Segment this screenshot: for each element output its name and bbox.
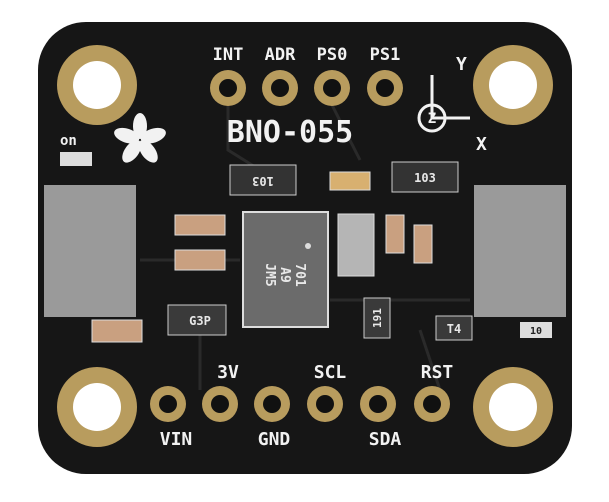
- power-led: [60, 152, 92, 166]
- small-resistor: [520, 322, 552, 338]
- small-ic: [363, 297, 391, 339]
- capacitor: [174, 214, 226, 236]
- resistor-array-right-marking: 103: [414, 171, 436, 185]
- chip-marking-line2: A9: [277, 267, 292, 283]
- small-ic-marking: 191: [371, 308, 384, 328]
- chip-marking-line1: 701: [292, 263, 307, 287]
- stemma-connector-right: [474, 185, 566, 317]
- pin-label-vin: VIN: [160, 429, 193, 450]
- capacitor: [174, 249, 226, 271]
- chip-marking-line3: JM5: [262, 263, 277, 286]
- voltage-regulator: [167, 304, 227, 336]
- resistor-array-right: [391, 161, 459, 193]
- resistor-array-left: [229, 164, 297, 196]
- axis-z-label: Z: [428, 111, 436, 127]
- axis-x-label: X: [476, 134, 487, 155]
- top-header-pads: [210, 70, 403, 106]
- chip-pin1-dot: [305, 243, 311, 249]
- pin-label-scl: SCL: [314, 362, 347, 383]
- pin-label-sda: SDA: [369, 429, 402, 450]
- capacitor: [413, 224, 433, 264]
- capacitor: [329, 171, 371, 191]
- board-title: BNO-055: [227, 115, 353, 150]
- regulator-marking: G3P: [189, 314, 211, 328]
- pin-label-rst: RST: [421, 362, 454, 383]
- stemma-connector-left: [44, 185, 136, 317]
- power-led-label: on: [60, 133, 77, 149]
- bno055-chip: [242, 211, 329, 328]
- axis-y-label: Y: [456, 54, 467, 75]
- pin-label-ps1: PS1: [370, 45, 401, 65]
- pin-label-adr: ADR: [265, 45, 296, 65]
- crystal: [337, 213, 375, 277]
- transistor: [435, 315, 473, 341]
- pin-label-int: INT: [213, 45, 244, 65]
- capacitor: [385, 214, 405, 254]
- adafruit-flower-logo: [114, 113, 166, 163]
- axis-indicator: [417, 75, 470, 133]
- transistor-marking: T4: [447, 322, 461, 336]
- pin-label-ps0: PS0: [317, 45, 348, 65]
- resistor-array-left-marking: 103: [252, 174, 274, 188]
- mounting-holes: [57, 45, 553, 447]
- capacitor: [91, 319, 143, 343]
- bottom-header-pads: [150, 386, 450, 422]
- pin-label-gnd: GND: [258, 429, 291, 450]
- pin-label-3v: 3V: [217, 362, 239, 383]
- small-resistor-marking: 10: [530, 326, 542, 337]
